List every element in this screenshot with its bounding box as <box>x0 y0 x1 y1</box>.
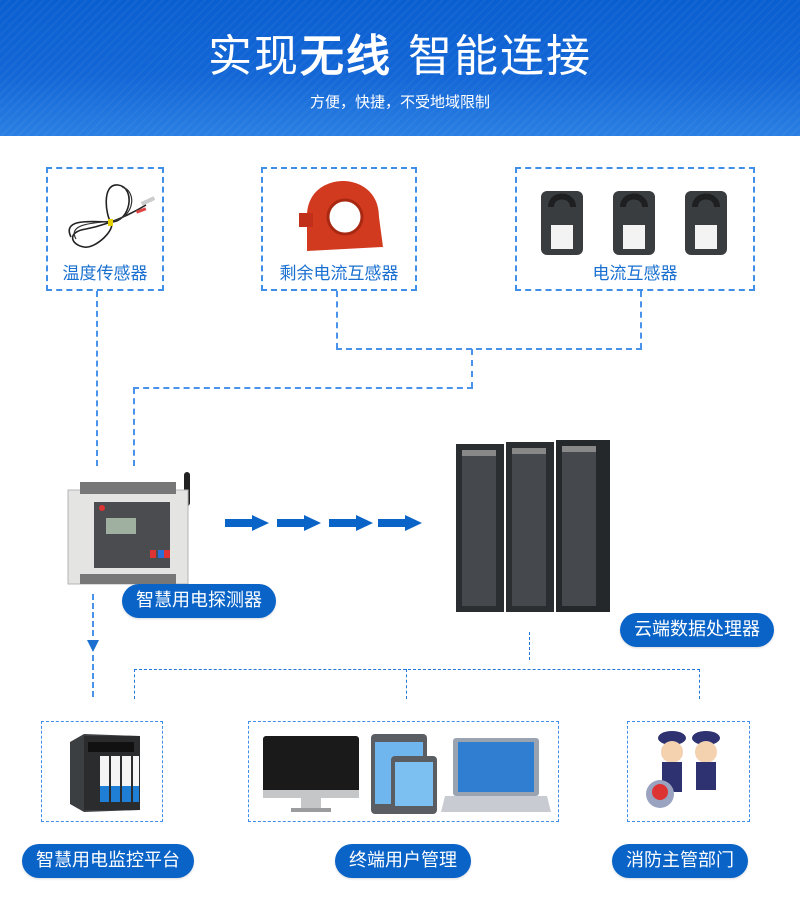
nas-storage-icon <box>70 734 140 812</box>
connector-line <box>134 669 700 670</box>
output-label-terminal: 终端用户管理 <box>335 844 471 878</box>
output-box-fire-department <box>627 721 750 822</box>
output-label-fire-department: 消防主管部门 <box>612 844 748 878</box>
connector-line <box>471 349 473 388</box>
output-box-platform <box>41 721 163 822</box>
connector-line <box>133 388 135 466</box>
current-transformer-icon <box>541 191 727 255</box>
server-rack-icon <box>456 440 610 612</box>
output-label-platform: 智慧用电监控平台 <box>22 844 194 878</box>
arrow-right-icon <box>378 515 422 531</box>
detector-label: 智慧用电探测器 <box>122 584 276 618</box>
header-banner: 实现无线 智能连接 方便，快捷，不受地域限制 <box>0 0 800 136</box>
sensor-box-temperature: 温度传感器 <box>46 167 164 291</box>
arrow-right-icon <box>225 515 269 531</box>
connector-line <box>336 348 642 350</box>
temperature-probe-icon <box>68 184 156 248</box>
page-subtitle: 方便，快捷，不受地域限制 <box>309 93 490 111</box>
connector-line <box>406 669 407 699</box>
connector-line <box>699 669 700 699</box>
sensor-label: 电流互感器 <box>592 264 678 284</box>
title-part-1: 实现 <box>208 31 300 82</box>
connector-line <box>640 291 642 349</box>
connector-line <box>133 387 473 389</box>
title-part-2: 智能连接 <box>392 31 592 82</box>
connector-line <box>336 291 338 349</box>
sensor-box-current-transformer: 电流互感器 <box>515 167 755 291</box>
connector-line <box>92 594 94 636</box>
connector-line <box>92 655 94 697</box>
cloud-label: 云端数据处理器 <box>620 613 774 647</box>
connector-line <box>134 669 135 699</box>
smart-detector-icon <box>67 472 190 585</box>
page-title: 实现无线 智能连接 <box>0 30 800 84</box>
arrow-right-icon <box>329 515 373 531</box>
connector-line <box>96 291 98 466</box>
output-box-terminal <box>248 721 559 822</box>
devices-icon <box>263 734 551 814</box>
sensor-box-residual-current: 剩余电流互感器 <box>261 167 417 291</box>
fire-officers-icon <box>646 731 720 808</box>
sensor-label: 剩余电流互感器 <box>279 264 399 284</box>
title-bold: 无线 <box>300 31 392 82</box>
arrow-right-icon <box>277 515 321 531</box>
arrow-down-icon <box>87 640 99 652</box>
sensor-label: 温度传感器 <box>62 264 148 284</box>
connector-line <box>529 632 530 660</box>
residual-current-transformer-icon <box>299 181 383 251</box>
